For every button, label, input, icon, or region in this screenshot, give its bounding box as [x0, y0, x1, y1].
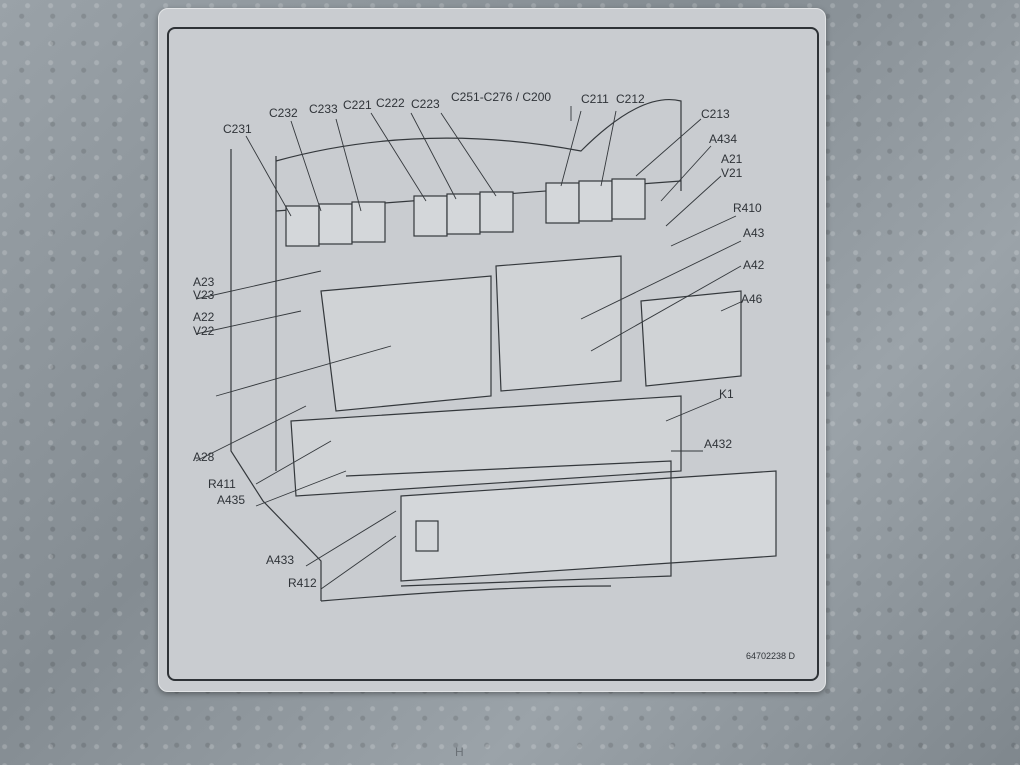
- svg-text:A23: A23: [193, 275, 215, 289]
- svg-text:A434: A434: [709, 132, 737, 146]
- svg-text:C222: C222: [376, 96, 405, 110]
- svg-text:C251-C276 / C200: C251-C276 / C200: [451, 90, 551, 104]
- svg-text:C233: C233: [309, 102, 338, 116]
- svg-text:A22: A22: [193, 310, 215, 324]
- svg-text:C221: C221: [343, 98, 372, 112]
- svg-text:A42: A42: [743, 258, 765, 272]
- svg-text:A435: A435: [217, 493, 245, 507]
- svg-text:V22: V22: [193, 324, 215, 338]
- svg-text:C213: C213: [701, 107, 730, 121]
- svg-text:R410: R410: [733, 201, 762, 215]
- label-plate: C231 C232 C233 C221 C222 C223 C251-C276 …: [158, 8, 826, 692]
- part-number: 64702238 D: [745, 651, 795, 661]
- svg-text:C232: C232: [269, 106, 298, 120]
- svg-text:V21: V21: [721, 166, 743, 180]
- bottom-mark: H: [455, 745, 464, 759]
- svg-text:C212: C212: [616, 92, 645, 106]
- svg-text:R412: R412: [288, 576, 317, 590]
- svg-text:K1: K1: [719, 387, 734, 401]
- svg-text:C231: C231: [223, 122, 252, 136]
- svg-text:C223: C223: [411, 97, 440, 111]
- svg-text:R411: R411: [208, 477, 236, 491]
- plate-border: [167, 27, 819, 681]
- svg-text:A28: A28: [193, 450, 215, 464]
- svg-text:A432: A432: [704, 437, 732, 451]
- svg-text:A43: A43: [743, 226, 765, 240]
- svg-text:A46: A46: [741, 292, 763, 306]
- svg-text:V23: V23: [193, 288, 215, 302]
- svg-text:A433: A433: [266, 553, 294, 567]
- svg-text:C211: C211: [581, 92, 609, 106]
- svg-text:A21: A21: [721, 152, 743, 166]
- wiring-drawing: C231 C232 C233 C221 C222 C223 C251-C276 …: [193, 90, 777, 602]
